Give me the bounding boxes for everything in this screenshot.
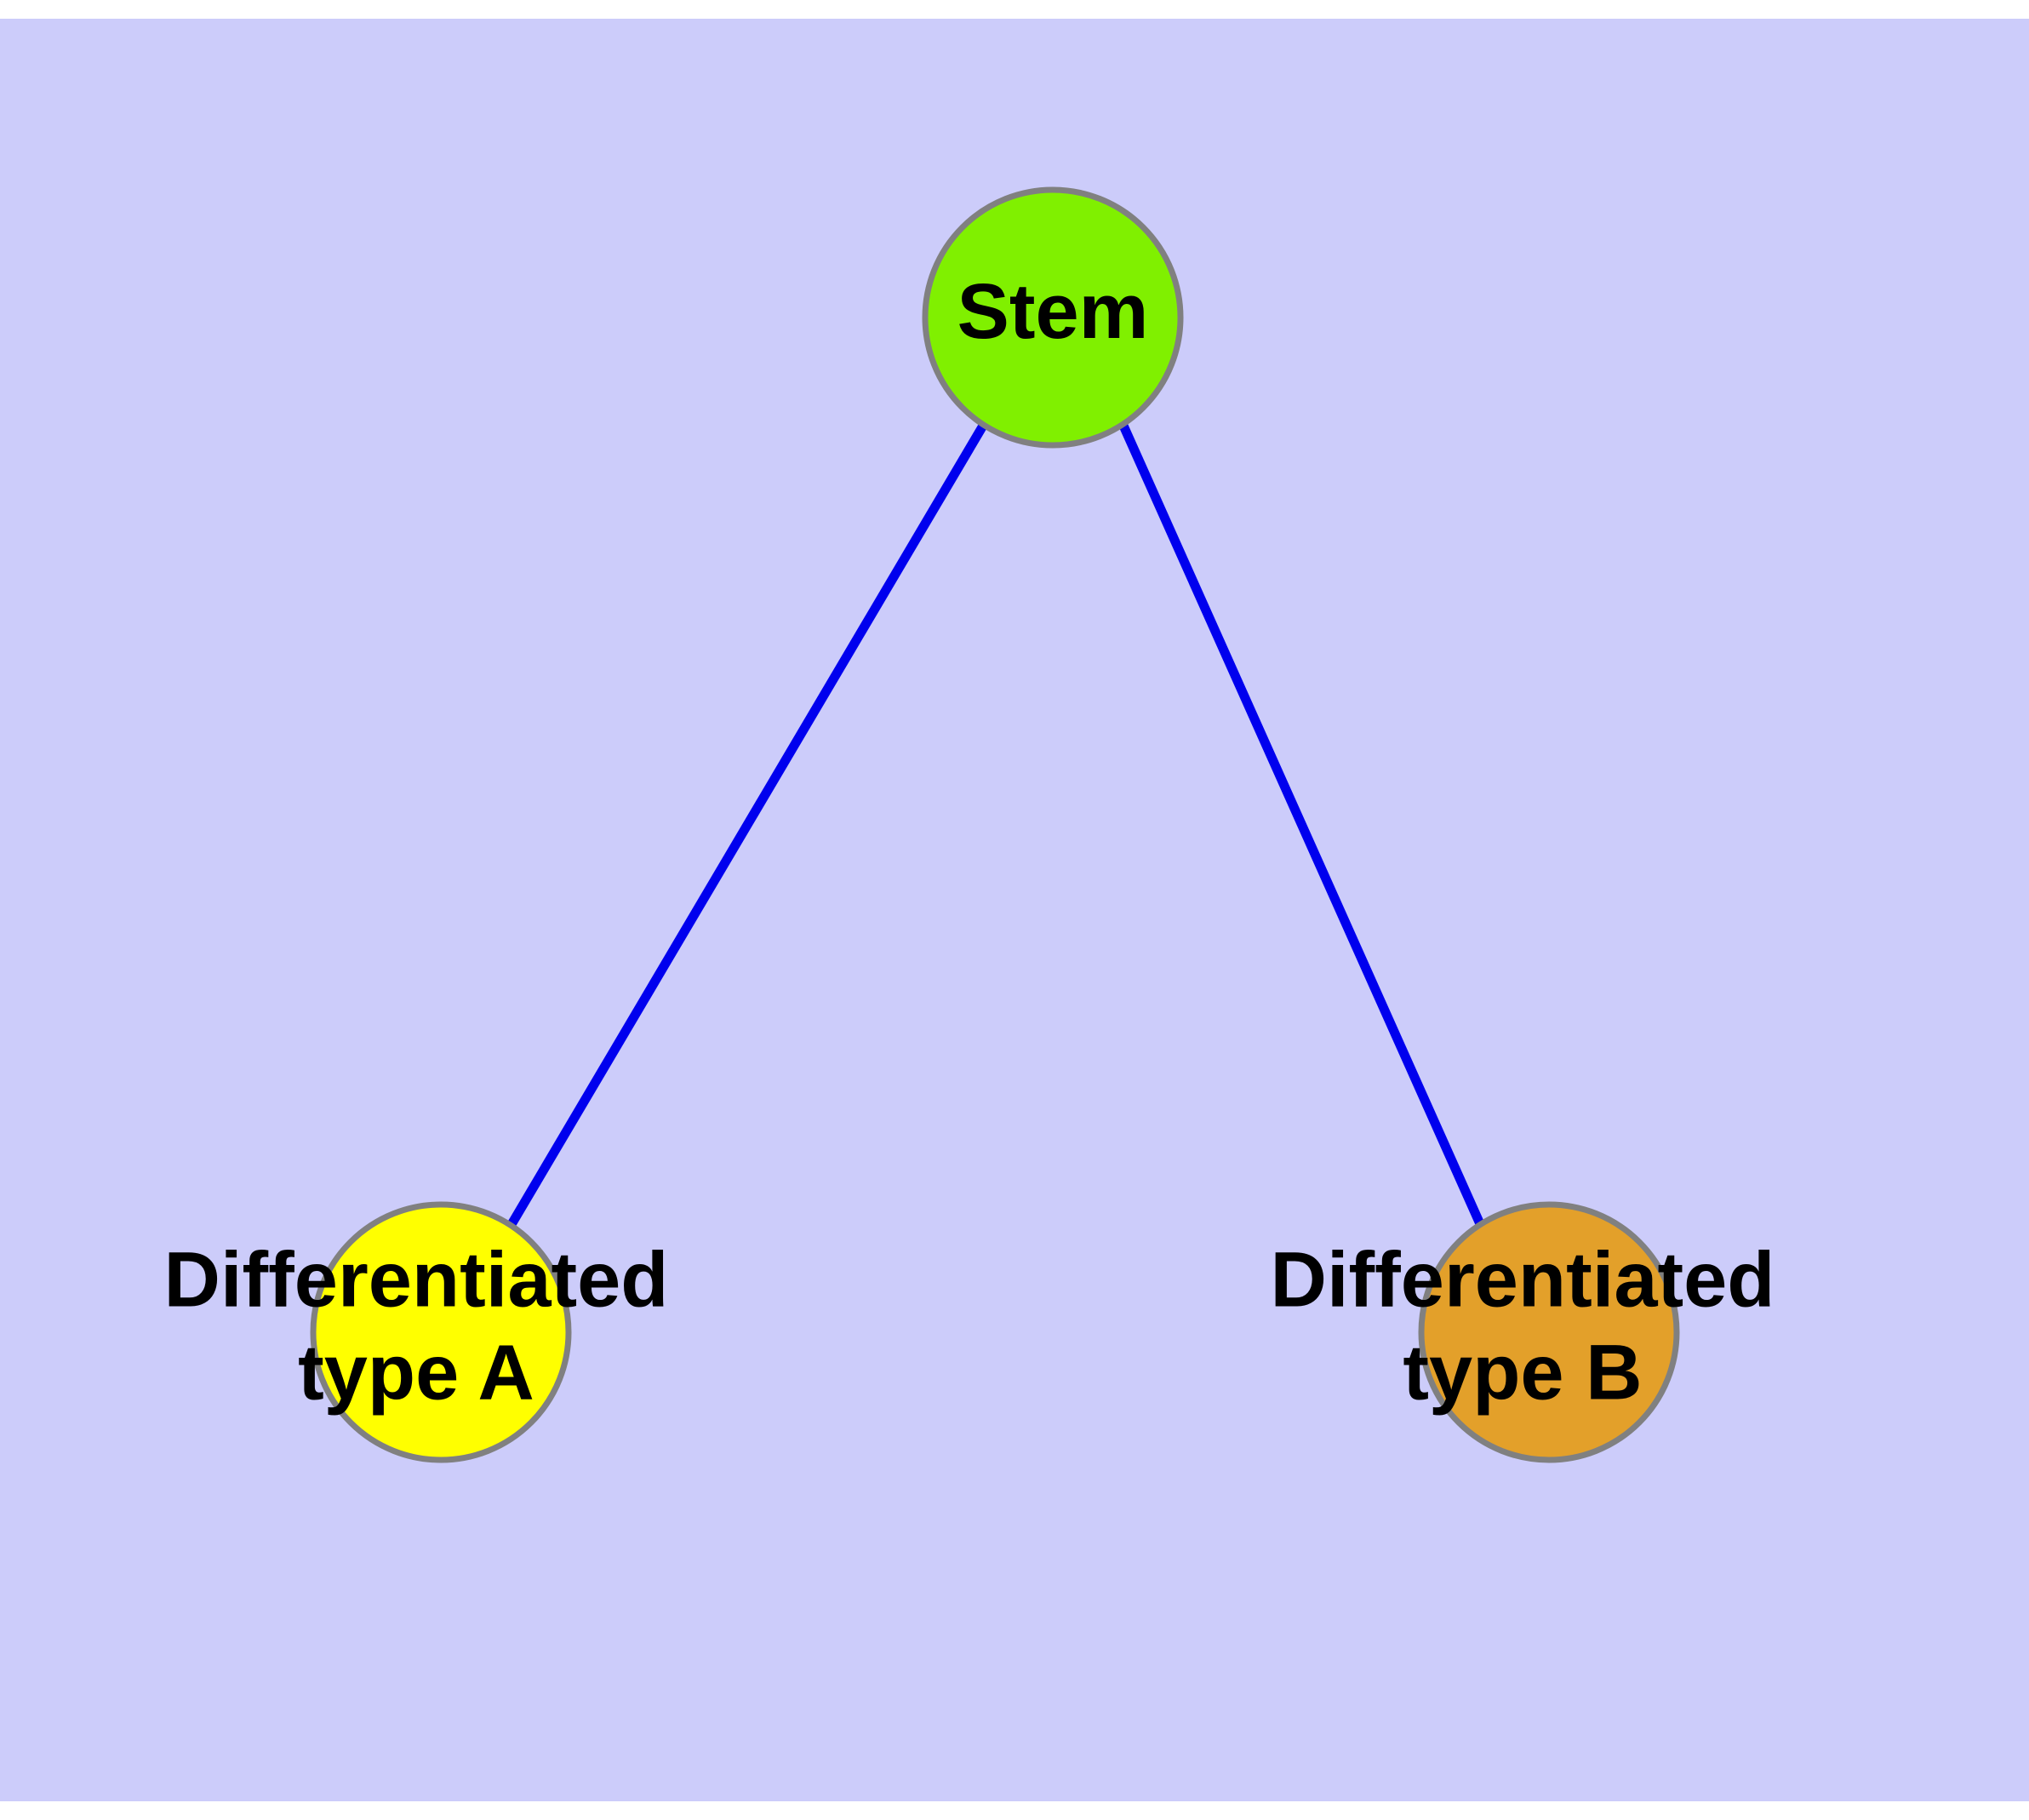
edge-stem-to-diff-a[interactable] [506, 423, 987, 1228]
node-label-line: Differentiated [164, 1237, 669, 1324]
node-label-line: type A [298, 1330, 534, 1417]
edge-stem-to-diff-b[interactable] [1118, 423, 1486, 1228]
node-stem-circle[interactable] [922, 186, 1184, 449]
node-stem-label: Stem [957, 268, 1149, 355]
node-stem[interactable] [922, 186, 1184, 449]
node-differentiated-type-a-circle[interactable] [310, 1201, 572, 1463]
node-layer [310, 186, 1680, 1463]
node-label-line: Differentiated [1271, 1237, 1775, 1324]
node-label-line: Stem [957, 268, 1149, 355]
node-differentiated-type-a[interactable] [310, 1201, 572, 1463]
edge-layer [506, 423, 1486, 1228]
node-label-line: type B [1403, 1330, 1642, 1417]
node-differentiated-type-b-circle[interactable] [1418, 1201, 1680, 1463]
node-differentiated-type-b[interactable] [1418, 1201, 1680, 1463]
